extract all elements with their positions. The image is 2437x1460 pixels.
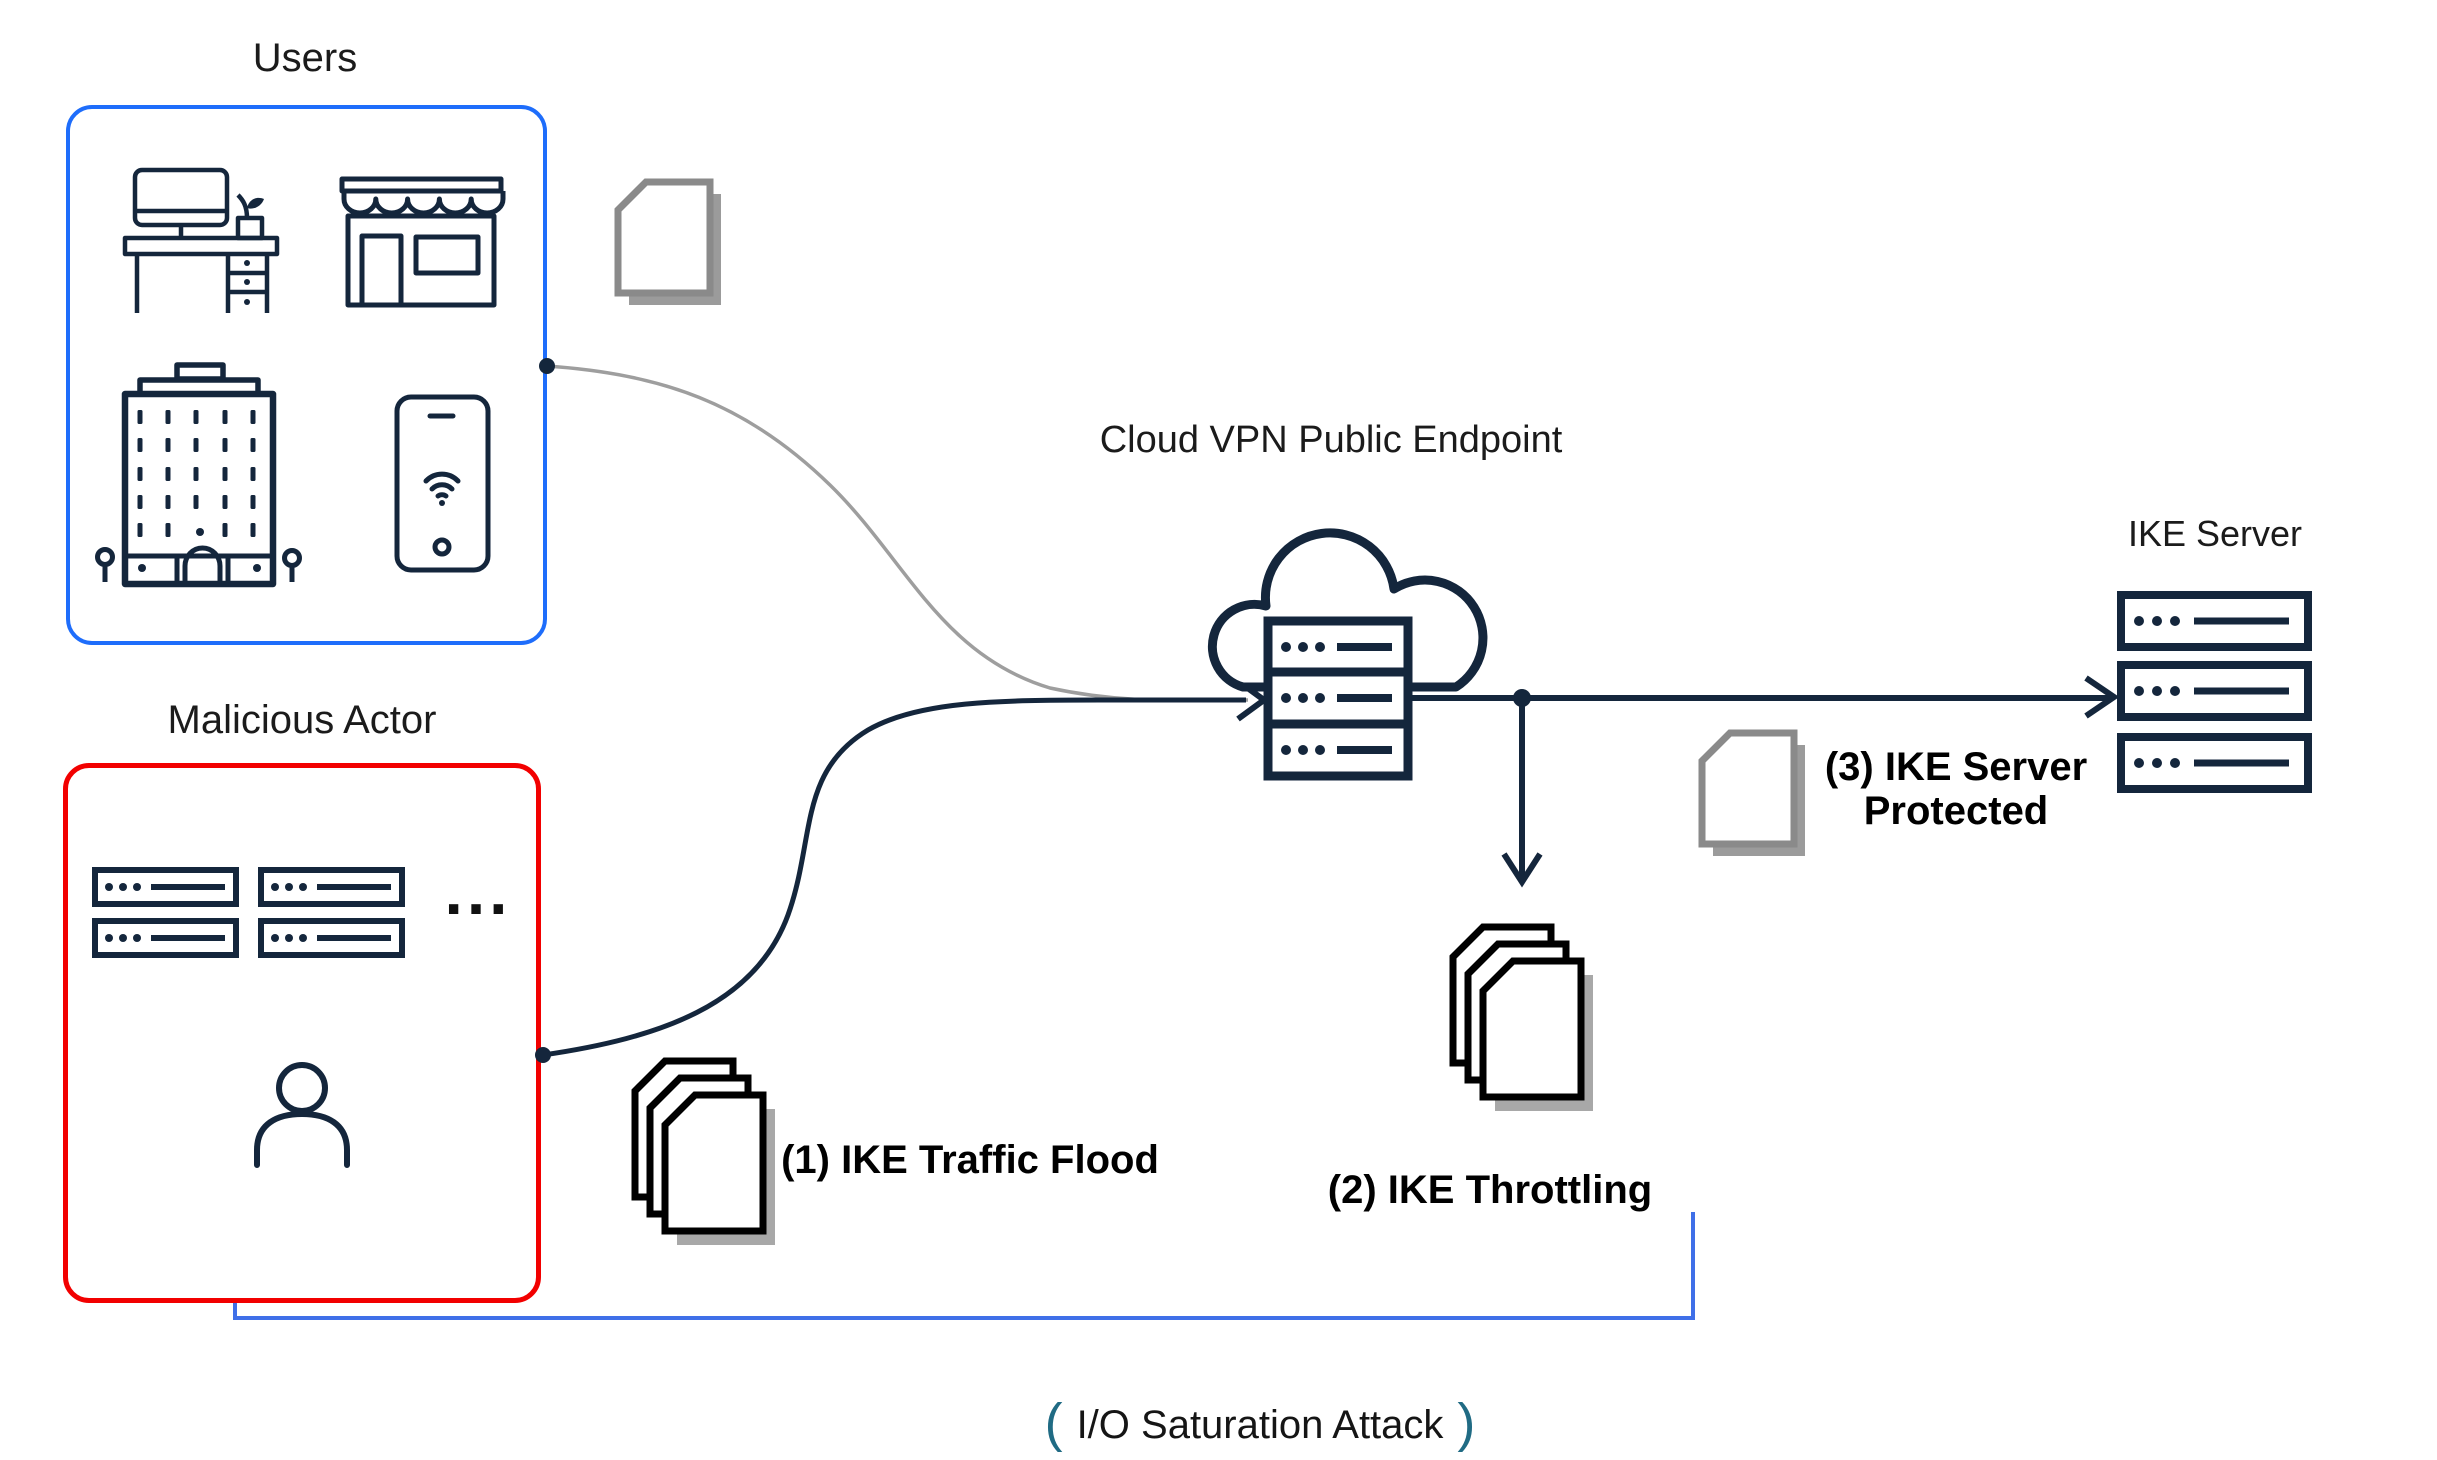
desktop-workstation-icon — [122, 167, 280, 313]
throttled-packet-stack-icon — [1453, 927, 1593, 1111]
users-connector-dot — [539, 358, 555, 374]
storefront-icon — [339, 176, 506, 308]
io-saturation-bracket — [233, 1212, 1695, 1320]
arrowhead-throttle-down — [1501, 852, 1543, 888]
gray-document-icon — [1702, 733, 1805, 856]
users-title: Users — [252, 36, 358, 80]
malicious-actor-title: Malicious Actor — [167, 698, 437, 742]
gray-document-icon — [618, 182, 721, 305]
ike-server-row-icon — [2121, 665, 2308, 717]
malicious-connector-dot — [535, 1047, 551, 1063]
smartphone-wifi-icon — [394, 394, 491, 573]
ike-server-row-icon — [2121, 737, 2308, 789]
io-saturation-label: ( I/O Saturation Attack ) — [1000, 1393, 1520, 1453]
step1-label: (1) IKE Traffic Flood — [781, 1138, 1159, 1182]
step3-line1: (3) IKE Server — [1824, 745, 2088, 789]
ike-server-rack-icon — [2121, 595, 2308, 789]
ike-server-row-icon — [2121, 595, 2308, 647]
more-bots-ellipsis: ... — [444, 854, 512, 928]
open-paren: ( — [1044, 1393, 1063, 1453]
attacker-person-icon — [254, 1062, 350, 1168]
step3-line2: Protected — [1863, 789, 2049, 833]
users-group-box — [66, 105, 547, 645]
step3-label: (3) IKE Server Protected — [1806, 745, 2106, 833]
bot-server-icon — [261, 921, 402, 955]
ike-server-title: IKE Server — [2127, 513, 2303, 554]
bot-server-icon — [95, 870, 236, 904]
close-paren: ) — [1457, 1393, 1476, 1453]
malicious-actor-group-box — [63, 763, 541, 1303]
vpn-server-stack-icon — [1268, 621, 1408, 776]
bot-server-icon — [95, 921, 236, 955]
cloud-vpn-title: Cloud VPN Public Endpoint — [1099, 419, 1563, 461]
bot-server-icon — [261, 870, 402, 904]
io-saturation-text: I/O Saturation Attack — [1076, 1402, 1444, 1447]
bot-server-grid — [95, 870, 402, 955]
office-building-icon — [95, 362, 302, 588]
malicious-to-cloud-curve — [542, 697, 1246, 1058]
arrowhead-into-ike — [2084, 675, 2120, 719]
users-to-cloud-curve — [546, 364, 1248, 703]
step2-label: (2) IKE Throttling — [1327, 1168, 1653, 1212]
traffic-flood-packet-stack-icon — [635, 1061, 775, 1245]
